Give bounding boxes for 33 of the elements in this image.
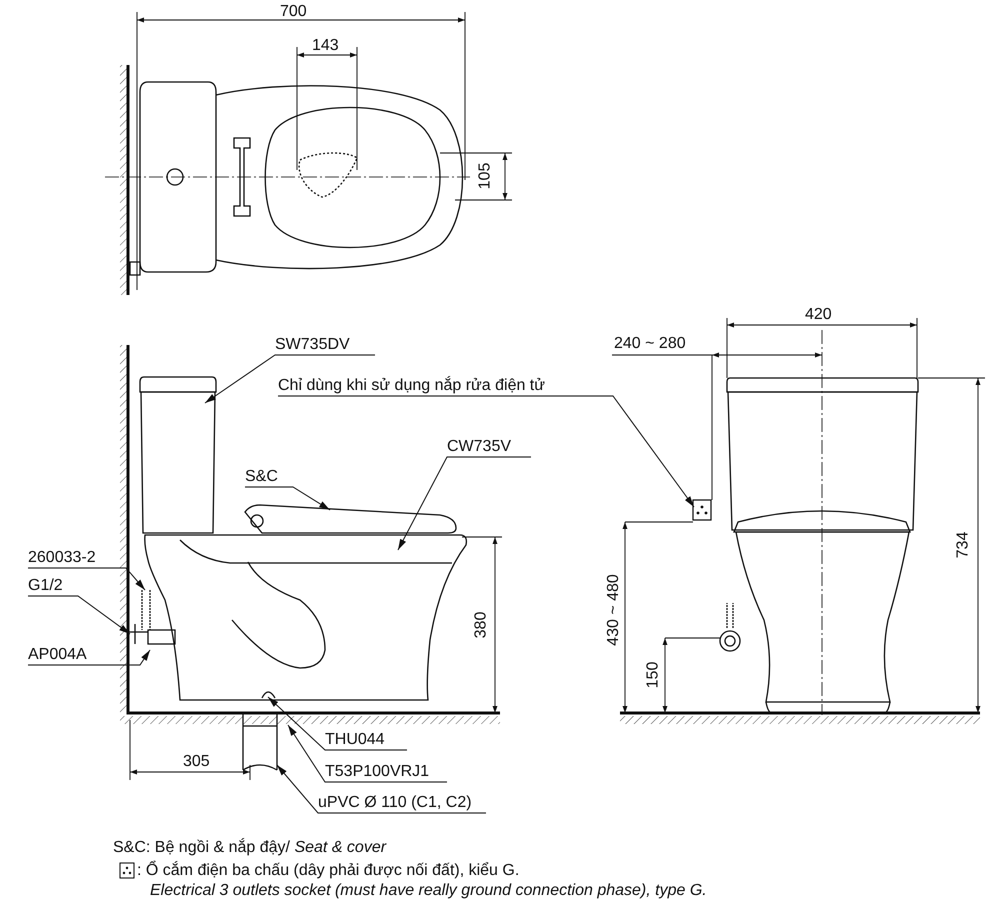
dimension-value: 734 (953, 532, 972, 558)
dimension-value: 105 (475, 162, 494, 190)
dimension-value: 430 ~ 480 (604, 574, 623, 646)
dimension-value: 420 (805, 305, 832, 325)
part-label: G1/2 (28, 576, 78, 596)
part-label: THU044 (325, 730, 407, 750)
dimension-value: 240 ~ 280 (614, 334, 686, 354)
leader-line (28, 650, 150, 666)
leader-line (276, 764, 486, 814)
leader-line (28, 568, 146, 590)
dimension-value: 305 (183, 752, 210, 772)
part-label: T53P100VRJ1 (325, 762, 447, 782)
part-label: AP004A (28, 645, 140, 665)
part-label: SW735DV (275, 335, 375, 355)
note-text: : Ổ cắm điện ba chấu (dây phải được nối đất), kiểu G. (137, 861, 520, 881)
note-text: S&C: Bệ ngồi & nắp đậy/ Seat & cover (113, 838, 386, 858)
leader-line (204, 354, 376, 404)
dimension-value: 380 (471, 612, 490, 638)
dimension-value: 700 (280, 2, 307, 22)
leader-line (244, 486, 330, 510)
leader-line (288, 724, 448, 782)
leader-line (28, 596, 130, 634)
note-text: Chỉ dùng khi sử dụng nắp rửa điện tử (278, 376, 613, 396)
part-label: CW735V (447, 437, 531, 457)
part-label: uPVC Ø 110 (C1, C2) (318, 793, 486, 813)
part-label: 260033-2 (28, 548, 126, 568)
note-text: Electrical 3 outlets socket (must have really ground connection phase), type G. (150, 881, 707, 901)
leader-line (268, 696, 408, 750)
dimension-value: 150 (643, 662, 662, 688)
leader-line (278, 396, 694, 508)
dimension-value: 143 (312, 36, 339, 56)
part-label: S&C (245, 467, 293, 487)
leader-line (398, 456, 532, 550)
